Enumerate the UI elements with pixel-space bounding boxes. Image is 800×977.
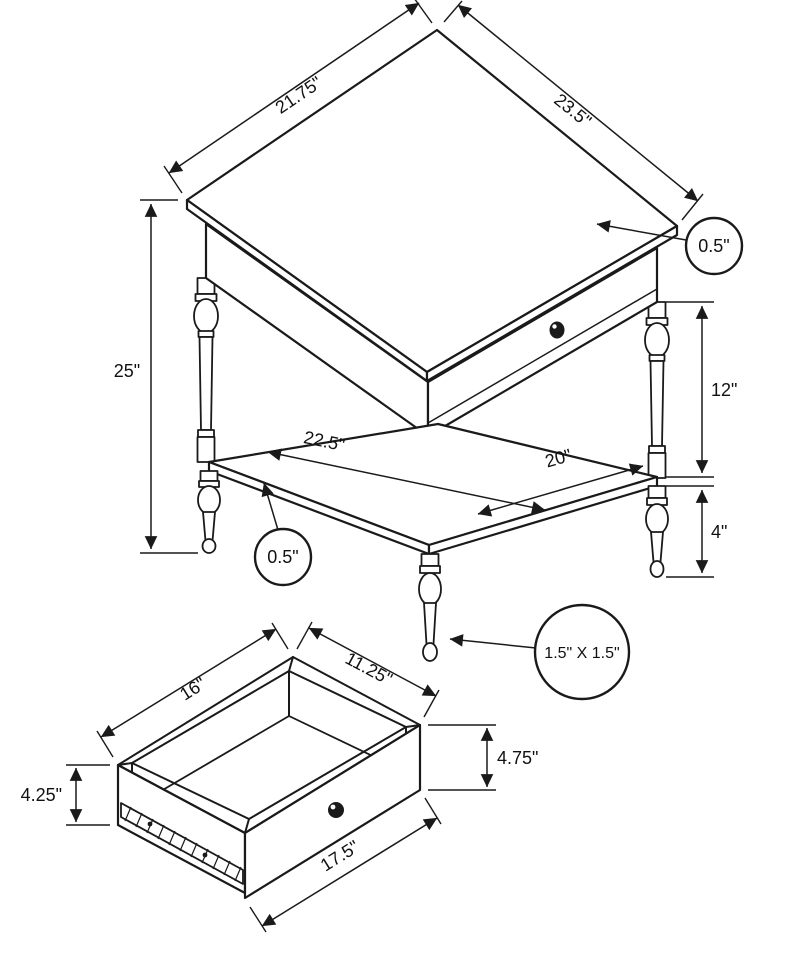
left-leg-upper	[193, 277, 219, 463]
table-top	[185, 28, 679, 383]
drawer-front-bottom-line	[427, 288, 658, 424]
shelf-surface	[207, 422, 659, 547]
dim-label-top-thickness: 0.5"	[698, 236, 729, 256]
callout-shelf-thickness: 0.5"	[253, 482, 313, 587]
dim-label-drawer-left-height: 4.25"	[21, 785, 62, 805]
dim-apron-to-shelf: 12"	[666, 301, 737, 478]
dim-label-apron-to-shelf: 12"	[711, 380, 737, 400]
dim-label-drawer-depth: 16"	[176, 673, 209, 704]
left-leg-lower	[197, 470, 221, 554]
drawer-knob	[549, 321, 565, 339]
table-top-right-edge-face	[425, 224, 679, 383]
drawer-front-knob	[328, 802, 344, 818]
callout-top-thickness: 0.5"	[596, 216, 744, 276]
right-leg-lower	[645, 485, 669, 578]
callout-leg-post: 1.5" X 1.5"	[449, 603, 631, 701]
dim-drawer-right-height: 4.75"	[428, 724, 538, 791]
dim-label-leg-post: 1.5" X 1.5"	[544, 645, 619, 662]
dim-overall-height: 25"	[114, 199, 198, 554]
dim-label-overall-height: 25"	[114, 361, 140, 381]
right-leg-upper	[644, 301, 670, 479]
drawer-isometric-view	[116, 656, 422, 900]
dim-label-top-right-edge: 23.5"	[550, 90, 595, 132]
drawer-slide-rail-hatching	[124, 806, 242, 882]
dim-leg-bottom: 4"	[666, 485, 727, 578]
dim-label-leg-bottom: 4"	[711, 522, 727, 542]
dim-label-shelf-thickness: 0.5"	[267, 547, 298, 567]
drawer-slide-rail	[120, 802, 244, 885]
dim-label-drawer-inner-width: 11.25"	[342, 648, 396, 689]
dim-drawer-left-height: 4.25"	[21, 764, 110, 826]
dim-label-drawer-right-height: 4.75"	[497, 748, 538, 768]
front-leg-lower	[418, 553, 442, 662]
